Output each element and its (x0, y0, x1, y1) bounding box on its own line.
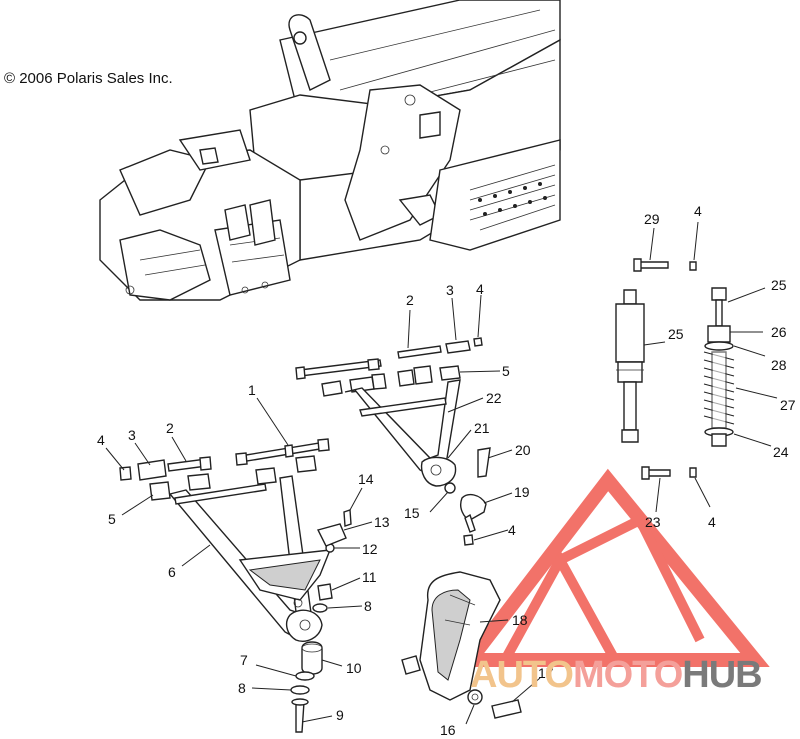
watermark-logo (455, 468, 770, 667)
callout-15: 15 (404, 505, 420, 521)
callout-8-upper: 8 (364, 598, 372, 614)
watermark-text: AUTOMOTOHUB (470, 654, 763, 697)
callout-25-left: 25 (668, 326, 684, 342)
callout-4-upper: 4 (476, 281, 484, 297)
lower-a-arm-assembly (119, 438, 352, 733)
callout-26: 26 (771, 324, 787, 340)
callout-10: 10 (346, 660, 362, 676)
callout-12: 12 (362, 541, 378, 557)
callout-24: 24 (773, 444, 789, 460)
callout-17: 17 (538, 665, 554, 681)
shock-absorbers (615, 258, 735, 480)
callout-7: 7 (240, 652, 248, 668)
callout-6: 6 (168, 564, 176, 580)
callout-21: 21 (474, 420, 490, 436)
chassis-frame (99, 0, 561, 301)
callout-1: 1 (248, 382, 256, 398)
callout-28: 28 (771, 357, 787, 373)
callout-13: 13 (374, 514, 390, 530)
callout-labels: 1 2 2 3 3 4 4 4 4 4 5 5 6 7 8 8 9 10 11 … (97, 203, 796, 738)
callout-19: 19 (514, 484, 530, 500)
watermark-triangle-inner (496, 549, 624, 665)
spindle-assembly (401, 571, 522, 719)
callout-5-upper: 5 (502, 363, 510, 379)
callout-14: 14 (358, 471, 374, 487)
callout-18: 18 (512, 612, 528, 628)
upper-a-arm-assembly (295, 337, 491, 546)
callout-3-left: 3 (128, 427, 136, 443)
callout-9: 9 (336, 707, 344, 723)
callout-23: 23 (645, 514, 661, 530)
leader-lines (105, 221, 778, 725)
callout-4-center: 4 (508, 522, 516, 538)
callout-25-right: 25 (771, 277, 787, 293)
watermark-word-moto: MOTO (572, 654, 683, 696)
callout-16: 16 (440, 722, 456, 738)
callout-11: 11 (362, 569, 377, 585)
watermark-word-hub: HUB (682, 654, 762, 696)
callout-4-shock-bottom: 4 (708, 514, 716, 530)
copyright-notice: © 2006 Polaris Sales Inc. (4, 70, 173, 87)
callout-3-upper: 3 (446, 282, 454, 298)
watermark-m-stroke (557, 513, 705, 643)
callout-4-shock-top: 4 (694, 203, 702, 219)
callout-2-left: 2 (166, 420, 174, 436)
callout-8-lower: 8 (238, 680, 246, 696)
callout-4-left: 4 (97, 432, 105, 448)
callout-22: 22 (486, 390, 502, 406)
callout-20: 20 (515, 442, 531, 458)
callout-2-upper: 2 (406, 292, 414, 308)
watermark-word-auto: AUTO (470, 654, 574, 696)
callout-27: 27 (780, 397, 796, 413)
watermark-triangle-outer (455, 468, 770, 667)
callout-5-left: 5 (108, 511, 116, 527)
callout-29: 29 (644, 211, 660, 227)
